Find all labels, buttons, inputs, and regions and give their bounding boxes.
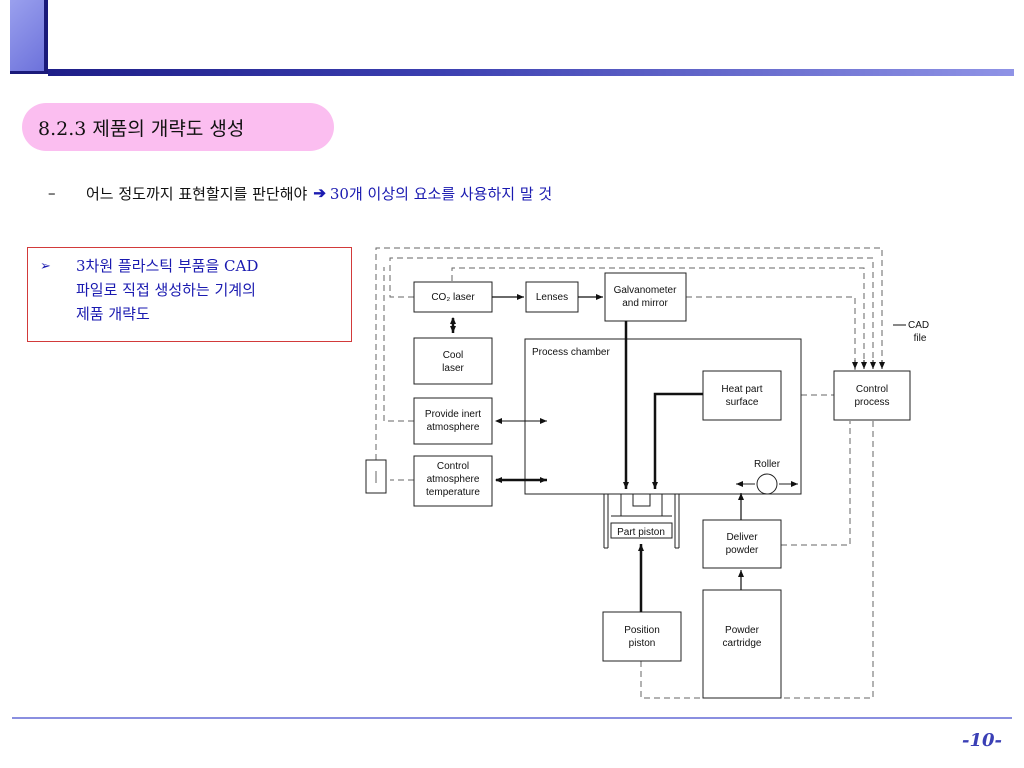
control-atm-label-2: atmosphere: [427, 474, 480, 485]
footer-rule: [12, 717, 1012, 719]
dashed-line-inert: [383, 267, 414, 422]
section-title: 8.2.3 제품의 개략도 생성: [22, 103, 334, 151]
part-piston-label: Part piston: [617, 527, 665, 538]
provide-inert-box: [413, 397, 493, 445]
part-piston-assembly: [603, 493, 680, 549]
control-atm-label-3: temperature: [426, 487, 480, 498]
position-piston-box: [602, 611, 682, 662]
heat-part-label-2: surface: [726, 397, 759, 408]
deliver-powder-box: [702, 519, 782, 569]
position-piston-label-1: Position: [624, 625, 660, 636]
heat-part-box: [702, 370, 782, 421]
page-number: -10-: [962, 730, 1002, 751]
process-chamber-label: Process chamber: [532, 347, 610, 358]
cad-file-label-1: CAD: [908, 320, 929, 331]
roller: [736, 473, 798, 495]
arrow-heat-to-part: [652, 392, 703, 489]
control-process-label-2: process: [854, 397, 889, 408]
galvanometer-label-2: and mirror: [622, 298, 668, 309]
right-arrow-icon: ➔: [313, 184, 326, 202]
section-title-text: 8.2.3 제품의 개략도 생성: [38, 117, 245, 140]
arrowhead-bullet-icon: ➢: [40, 259, 51, 274]
control-process-box: [833, 370, 911, 421]
cool-laser-label-1: Cool: [443, 350, 464, 361]
cool-laser-label-2: laser: [442, 363, 464, 374]
heat-part-label-1: Heat part: [721, 384, 762, 395]
bullet-line: – 어느 정도까지 표현할지를 판단해야 ➔ 30개 이상의 요소를 사용하지 …: [48, 180, 552, 206]
galvanometer-label-1: Galvanometer: [614, 285, 677, 296]
powder-cartridge-label-1: Powder: [725, 625, 760, 636]
dashed-line-deliver: [781, 421, 851, 546]
roller-label: Roller: [754, 459, 781, 470]
dashed-line-galvo: [451, 267, 865, 370]
bullet-lead-text: 어느 정도까지 표현할지를 판단해야: [86, 184, 308, 203]
dashed-line-co2: [389, 257, 874, 370]
lenses-box: [525, 281, 579, 313]
dashed-line-outer: [375, 247, 883, 460]
header-accent-square: [10, 0, 48, 74]
co2-laser-box: [413, 281, 493, 313]
deliver-powder-label-1: Deliver: [726, 532, 758, 543]
bullet-emphasis-text: 30개 이상의 요소를 사용하지 말 것: [329, 184, 553, 203]
provide-inert-label-2: atmosphere: [427, 422, 480, 433]
co2-laser-label: CO₂ laser: [431, 292, 475, 303]
header-rule: [48, 69, 1014, 76]
cad-file-label-2: file: [914, 333, 927, 344]
powder-cartridge-label-2: cartridge: [723, 638, 762, 649]
control-atm-label-1: Control: [437, 461, 469, 472]
provide-inert-label-1: Provide inert: [425, 409, 481, 420]
control-atmosphere-box: [413, 455, 493, 507]
note-line-1: 3차원 플라스틱 부품을 CAD: [76, 257, 259, 275]
note-line-3: 제품 개략도: [76, 305, 150, 323]
powder-cartridge-box: [702, 589, 782, 699]
lenses-label: Lenses: [536, 292, 568, 303]
position-piston-label-2: piston: [629, 638, 656, 649]
deliver-powder-label-2: powder: [726, 545, 759, 556]
note-line-2: 파일로 직접 생성하는 기계의: [76, 281, 256, 299]
cool-laser-box: [413, 337, 493, 385]
note-box: ➢ 3차원 플라스틱 부품을 CAD 파일로 직접 생성하는 기계의 제품 개략…: [27, 247, 352, 342]
galvanometer-box: [604, 272, 687, 322]
bullet-dash: –: [48, 184, 56, 202]
control-process-label-1: Control: [856, 384, 888, 395]
